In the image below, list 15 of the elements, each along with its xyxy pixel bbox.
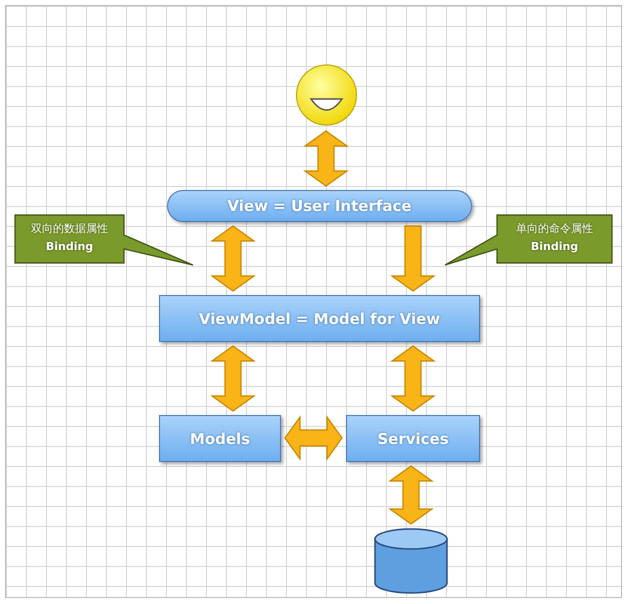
- callout-label: Binding: [530, 240, 580, 253]
- callout-text: 单向的命令属性: [515, 221, 594, 236]
- callout-text: 双向的数据属性: [30, 221, 109, 236]
- double-arrow: [388, 465, 434, 525]
- double-arrow: [210, 225, 256, 292]
- process-box: Models: [159, 415, 281, 462]
- double-arrow: [210, 345, 256, 412]
- process-box: Services: [346, 415, 480, 462]
- double-arrow: [284, 415, 343, 461]
- double-arrow: [303, 130, 349, 187]
- double-arrow: [390, 345, 436, 412]
- process-box: ViewModel = Model for View: [159, 295, 480, 342]
- arrow: [390, 225, 436, 292]
- rounded-box: View = User Interface: [167, 190, 472, 222]
- callout-label: Binding: [44, 240, 94, 253]
